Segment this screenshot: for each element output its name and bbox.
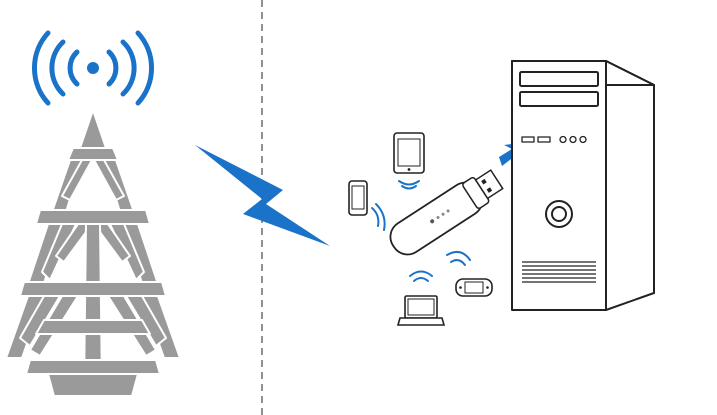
console-waves-icon: [446, 250, 471, 266]
usb-modem-icon: [389, 169, 504, 256]
tablet-icon: [393, 132, 425, 174]
tablet-waves-icon: [398, 180, 420, 190]
laptop-waves-icon: [409, 270, 433, 282]
laptop-icon: [396, 295, 446, 326]
cell-tower-icon: [5, 109, 181, 397]
wireless-link-icon: [195, 145, 330, 246]
desktop-tower-icon: [511, 60, 655, 311]
phone-waves-icon: [371, 203, 386, 231]
handheld-console-icon: [455, 278, 493, 297]
smartphone-icon: [348, 180, 368, 216]
broadcast-waves-icon: [32, 30, 154, 106]
